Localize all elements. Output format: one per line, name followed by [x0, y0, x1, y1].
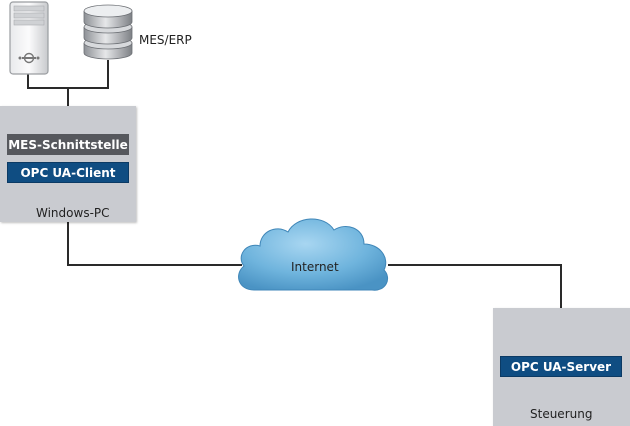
mes-erp-label: MES/ERP	[139, 33, 192, 47]
windows-pc-caption: Windows-PC	[36, 206, 110, 220]
internet-label: Internet	[291, 260, 339, 274]
controller-caption: Steuerung	[530, 407, 593, 421]
database-vertical-line	[107, 60, 109, 88]
tower-server-icon	[8, 0, 50, 76]
database-icon	[80, 3, 136, 61]
controller-up-line	[560, 264, 562, 308]
pc-down-line	[67, 222, 69, 265]
windows-pc-box: MES-Schnittstelle OPC UA-Client Windows-…	[0, 106, 136, 222]
opc-client-pill: OPC UA-Client	[7, 162, 129, 183]
cloud-icon	[232, 212, 394, 298]
controller-box: OPC UA-Server Steuerung	[493, 308, 630, 426]
opc-server-pill: OPC UA-Server	[500, 356, 622, 377]
mes-interface-pill: MES-Schnittstelle	[7, 134, 129, 155]
server-vertical-line	[27, 74, 29, 88]
pc-to-cloud-line	[67, 264, 242, 266]
pc-up-line	[67, 87, 69, 107]
cloud-to-controller-line	[388, 264, 562, 266]
